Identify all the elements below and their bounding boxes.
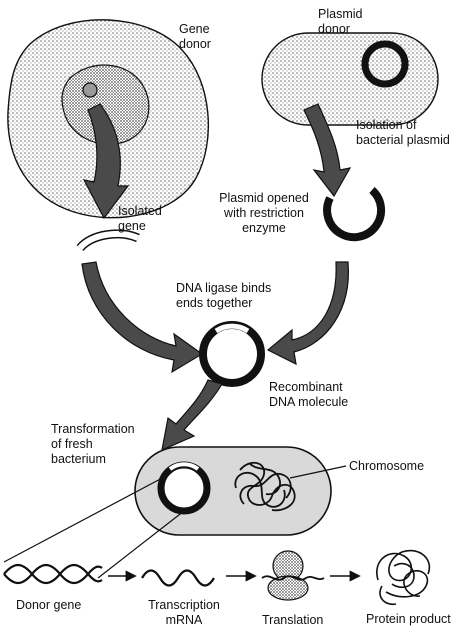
arrow-recombinant-to-bacterium [161,379,223,452]
label-isolation-of-plasmid: Isolation of bacterial plasmid [356,118,450,147]
plasmid-donor-bacterium [261,32,439,126]
isolated-gene-fragment [76,229,140,252]
zoom-lines [3,475,185,579]
label-chromosome: Chromosome [349,459,425,473]
label-transformation: Transformation of fresh bacterium [51,422,135,466]
label-plasmid-donor: Plasmid donor [318,7,363,36]
recombinant-dna-molecule [199,321,265,387]
label-gene-donor: Gene donor [179,22,211,51]
label-dna-ligase: DNA ligase binds ends together [176,281,272,310]
mrna-strand [141,569,215,587]
arrow-plasmid-to-recombinant [266,261,349,366]
label-isolated-gene: Isolated gene [118,204,162,233]
protein-product [376,549,431,606]
arrow-gene-to-recombinant [81,261,204,374]
ribosome [261,550,325,601]
label-protein-product: Protein product [366,612,451,626]
label-transcription-mrna: Transcription mRNA [148,598,220,627]
fresh-bacterium [134,446,347,536]
label-recombinant-dna: Recombinant DNA molecule [269,380,349,409]
arrow-gene-isolation [82,103,130,220]
opened-plasmid [323,187,386,242]
arrow-plasmid-isolation [303,103,352,198]
label-donor-gene: Donor gene [16,598,82,612]
label-translation: Translation [262,613,324,627]
donor-gene-helix [3,563,103,585]
label-plasmid-opened: Plasmid opened with restriction enzyme [219,191,309,235]
